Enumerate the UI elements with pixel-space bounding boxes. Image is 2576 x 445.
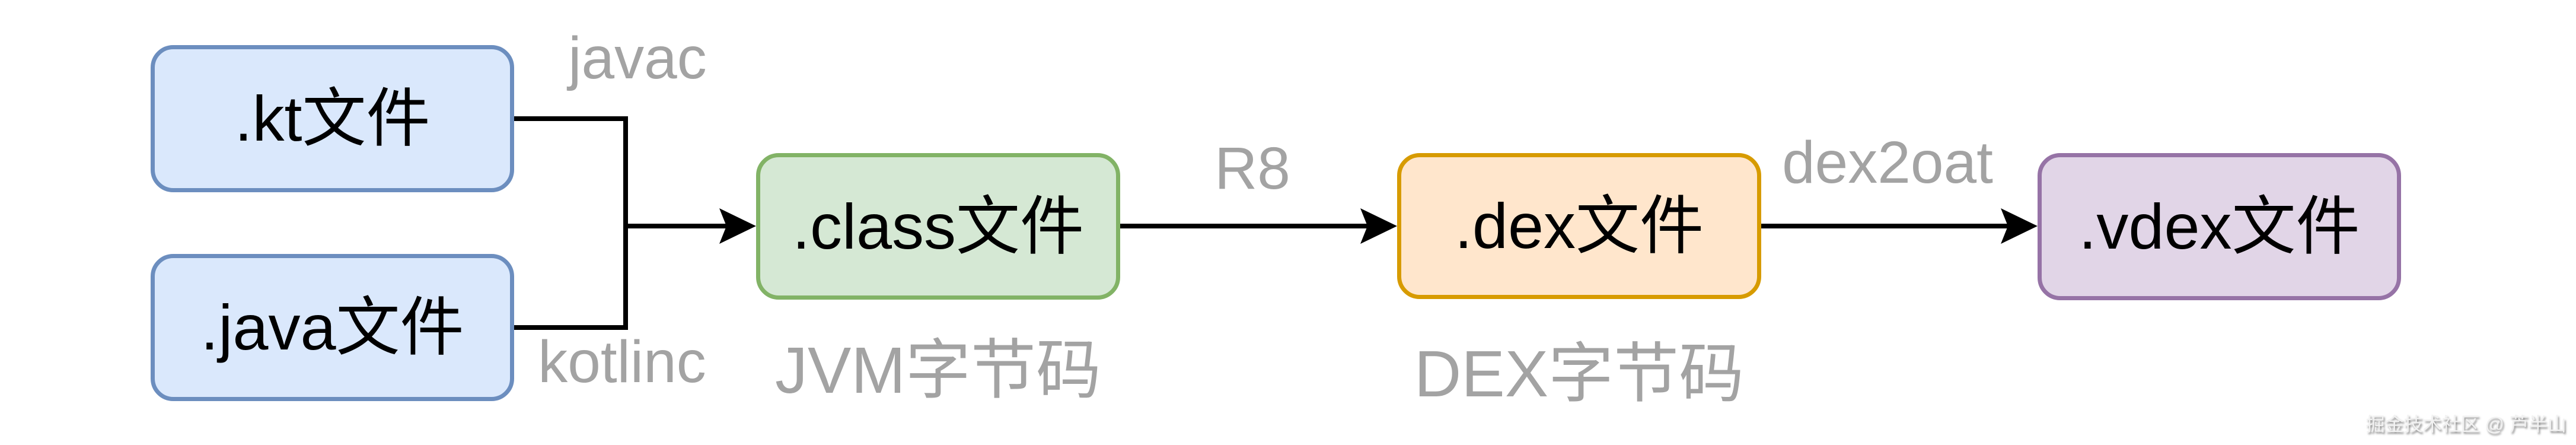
node-class-file-label: .class文件 <box>792 190 1085 262</box>
edge-label-javac: javac <box>568 25 707 91</box>
caption-jvm-bytecode: JVM字节码 <box>775 334 1101 407</box>
watermark: 掘金技术社区 @ 芦半山 <box>2365 414 2567 435</box>
edge-label-dex2oat: dex2oat <box>1782 129 1993 196</box>
arrow-to-class <box>626 208 756 244</box>
caption-dex-bytecode: DEX字节码 <box>1414 338 1745 411</box>
node-java-file: .java文件 <box>151 254 514 401</box>
edge-label-kotlinc: kotlinc <box>538 329 706 395</box>
node-kt-file-label: .kt文件 <box>234 82 431 154</box>
node-java-file-label: .java文件 <box>200 291 464 363</box>
node-vdex-file: .vdex文件 <box>2038 153 2401 300</box>
node-class-file: .class文件 <box>756 153 1120 300</box>
node-dex-file-label: .dex文件 <box>1454 190 1704 262</box>
edge-label-r8: R8 <box>1214 135 1290 202</box>
node-dex-file: .dex文件 <box>1397 153 1761 299</box>
node-vdex-file-label: .vdex文件 <box>2078 190 2360 262</box>
arrow-to-vdex <box>1761 208 2038 244</box>
merge-bracket-line <box>514 116 628 330</box>
arrow-to-dex <box>1120 208 1397 244</box>
node-kt-file: .kt文件 <box>151 45 514 192</box>
